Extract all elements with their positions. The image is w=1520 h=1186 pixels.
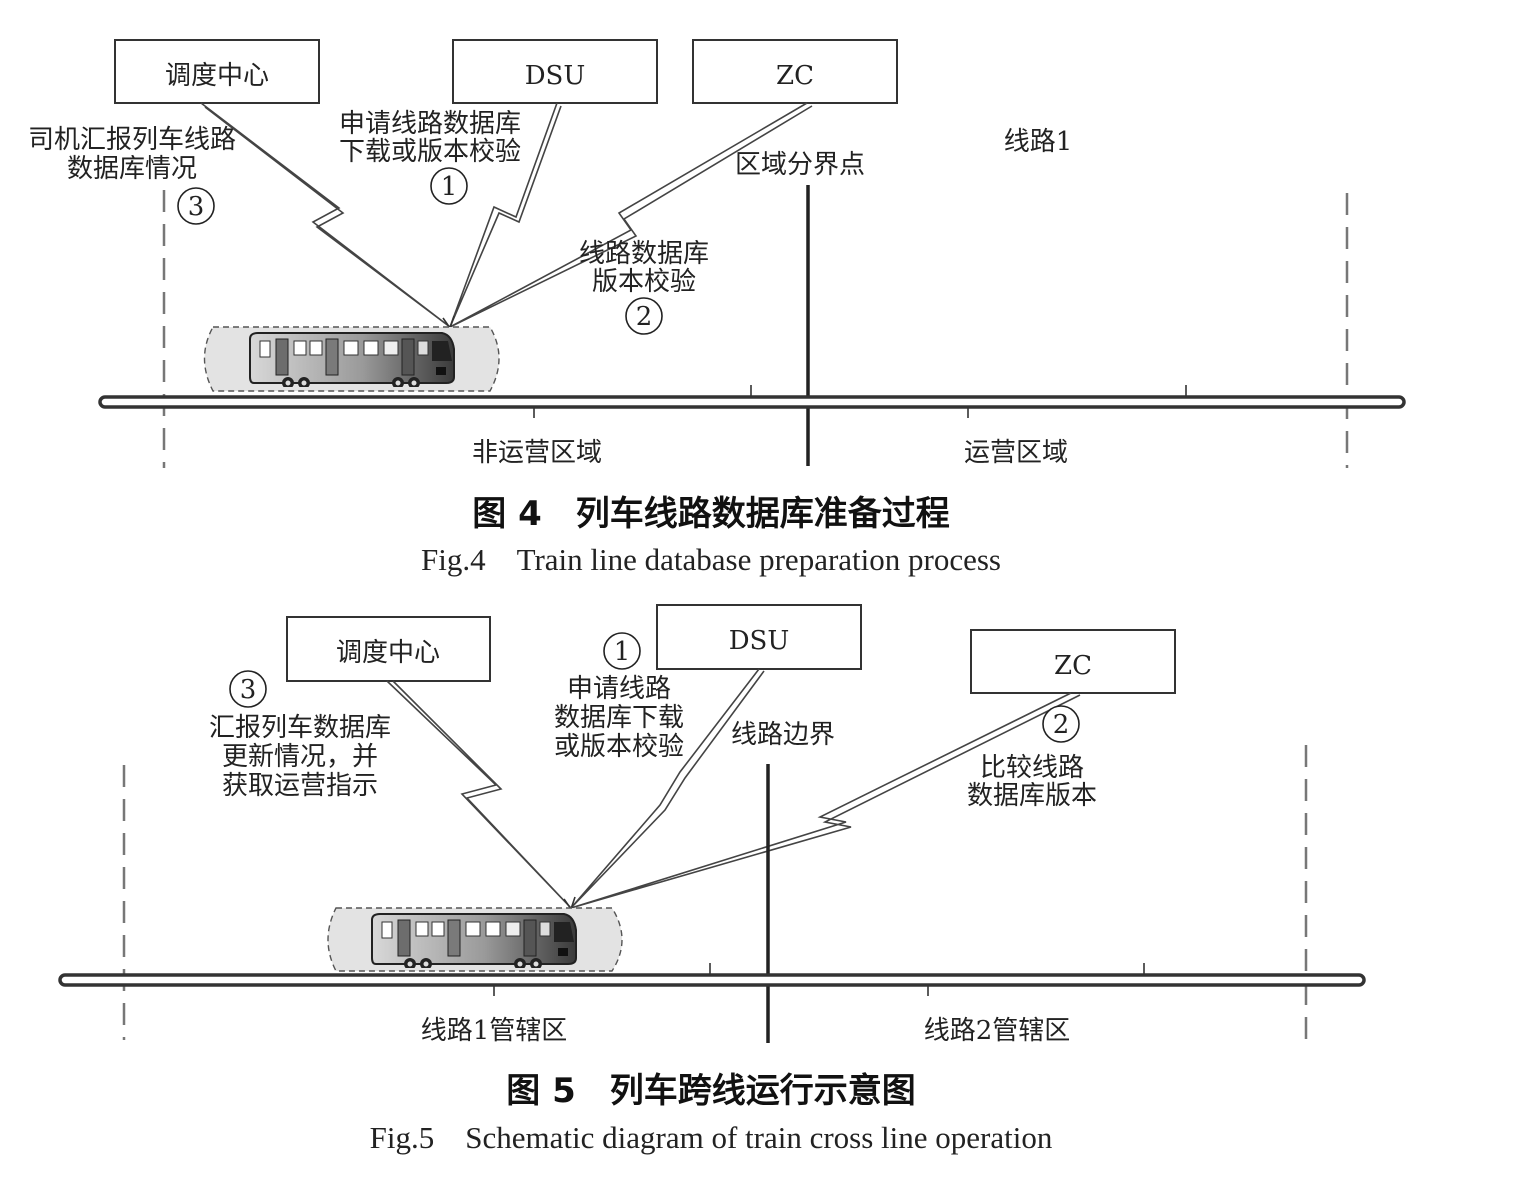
request-download-label: 申请线路数据库 xyxy=(339,109,521,139)
track xyxy=(58,973,1366,987)
dsu-box xyxy=(656,604,862,670)
step-2-marker xyxy=(1042,705,1080,743)
dispatch-center-label: 调度中心 xyxy=(336,638,440,668)
line-2-area-label: 线路2管辖区 xyxy=(924,1016,1071,1046)
figure-4: 调度中心 DSU ZC 司机汇报列车线路 数据库情况 3 申请线路数据库 下载或… xyxy=(28,39,1406,577)
non-operating-zone-label: 非运营区域 xyxy=(472,438,602,468)
operating-zone-label: 运营区域 xyxy=(964,438,1068,468)
track xyxy=(98,395,1406,409)
train-icon xyxy=(248,331,456,387)
compare-label: 比较线路 xyxy=(980,753,1084,783)
zc-box xyxy=(692,39,898,104)
line-1-area-label: 线路1管辖区 xyxy=(421,1016,568,1046)
step-1-marker xyxy=(430,167,468,205)
zc-label: ZC xyxy=(776,61,814,91)
report-label: 更新情况，并 xyxy=(222,742,378,772)
request-label: 数据库下载 xyxy=(554,703,684,733)
driver-report-label: 司机汇报列车线路 xyxy=(28,125,236,155)
step-number: 2 xyxy=(1053,710,1070,740)
dsu-box xyxy=(452,39,658,104)
report-label: 汇报列车数据库 xyxy=(209,713,391,743)
driver-report-label: 数据库情况 xyxy=(67,154,197,184)
figure-5: 调度中心 DSU ZC 3 汇报列车数据库 更新情况，并 获取运营指示 1 申请… xyxy=(58,604,1366,1155)
step-2-marker xyxy=(625,297,663,335)
figure-5-caption-cn: 图 5 列车跨线运行示意图 xyxy=(506,1071,916,1111)
dispatch-center-box xyxy=(114,39,320,104)
step-number: 1 xyxy=(614,637,631,667)
step-3-marker xyxy=(177,187,215,225)
report-label: 获取运营指示 xyxy=(222,771,378,801)
figure-4-caption-en: Fig.4 Train line database preparation pr… xyxy=(421,542,1001,577)
step-number: 1 xyxy=(441,172,458,202)
figure-4-caption-cn: 图 4 列车线路数据库准备过程 xyxy=(472,494,950,534)
version-check-label: 版本校验 xyxy=(592,267,696,297)
line-1-label: 线路1 xyxy=(1004,127,1073,157)
step-number: 2 xyxy=(636,302,653,332)
zone-boundary-label: 区域分界点 xyxy=(735,150,865,180)
request-label: 申请线路 xyxy=(567,674,671,704)
figure-5-caption-en: Fig.5 Schematic diagram of train cross l… xyxy=(370,1120,1053,1155)
dispatch-center-label: 调度中心 xyxy=(165,61,269,91)
zc-box xyxy=(970,629,1176,694)
dsu-label: DSU xyxy=(729,626,790,656)
step-number: 3 xyxy=(188,192,205,222)
compare-label: 数据库版本 xyxy=(967,781,1097,811)
line-boundary-label: 线路边界 xyxy=(731,720,835,750)
train-icon xyxy=(370,912,578,968)
request-label: 或版本校验 xyxy=(554,732,684,762)
step-3-marker xyxy=(229,670,267,708)
request-download-label: 下载或版本校验 xyxy=(339,137,521,167)
version-check-label: 线路数据库 xyxy=(579,239,709,269)
step-number: 3 xyxy=(240,675,257,705)
zc-label: ZC xyxy=(1054,651,1092,681)
dispatch-center-box xyxy=(286,616,491,682)
dsu-label: DSU xyxy=(525,61,586,91)
link-dispatch-train xyxy=(386,680,572,909)
step-1-marker xyxy=(603,632,641,670)
